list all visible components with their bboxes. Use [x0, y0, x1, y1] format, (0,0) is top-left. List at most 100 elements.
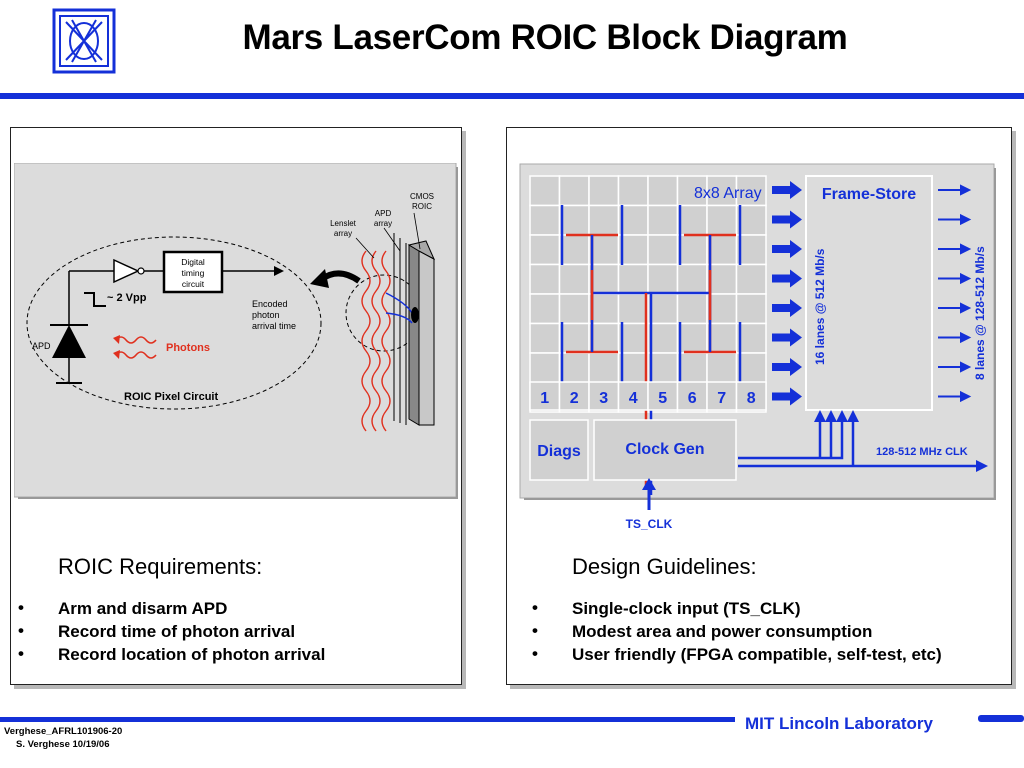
output-lane-arrowhead	[960, 331, 972, 344]
column-number: 7	[717, 390, 726, 407]
array-cell	[706, 352, 738, 384]
list-item: • Modest area and power consumption	[532, 621, 873, 641]
list-item: • Record time of photon arrival	[18, 621, 296, 641]
array-cell	[529, 204, 561, 236]
diags-label: Diags	[537, 443, 581, 460]
array-label: 8x8 Array	[694, 185, 762, 202]
encoded-label-1: Encoded	[252, 299, 288, 309]
lenslet-label-1: Lenslet	[330, 219, 357, 228]
vpp-label: ~ 2 Vpp	[107, 292, 147, 304]
lane-arrow	[772, 358, 802, 376]
column-cell	[558, 381, 590, 411]
array-cell	[529, 293, 561, 325]
array-cell	[588, 234, 620, 266]
array-cell	[735, 322, 767, 354]
clk-label: 128-512 MHz CLK	[876, 446, 968, 458]
lanes-8-label: 8 lanes @ 128-512 Mb/s	[973, 246, 987, 380]
footer-rule-right	[978, 715, 1024, 722]
photons-label: Photons	[166, 342, 210, 354]
array-cell	[588, 263, 620, 295]
array-cell	[706, 234, 738, 266]
array-cell	[617, 263, 649, 295]
array-cell	[647, 175, 679, 207]
array-cell	[529, 234, 561, 266]
array-cell	[529, 352, 561, 384]
array-cell	[647, 263, 679, 295]
array-cell	[558, 204, 590, 236]
array-cell	[558, 322, 590, 354]
apd-array-label-2: array	[374, 219, 392, 228]
ts-clk-label: TS_CLK	[626, 517, 673, 531]
array-cell	[706, 322, 738, 354]
output-lane-arrowhead	[960, 184, 972, 196]
array-cell	[558, 175, 590, 207]
pixel-circuit-label: ROIC Pixel Circuit	[124, 391, 218, 403]
guidelines-heading: Design Guidelines:	[572, 554, 757, 579]
lane-arrow	[772, 181, 802, 199]
author-date: S. Verghese 10/19/06	[16, 739, 110, 750]
array-cell	[529, 175, 561, 207]
footer-rule-left	[0, 717, 735, 722]
array-cell	[588, 204, 620, 236]
list-item: • Arm and disarm APD	[18, 598, 228, 618]
column-number: 4	[629, 390, 638, 407]
encoded-label-2: photon	[252, 310, 280, 320]
header-rule	[0, 93, 1024, 99]
array-cell	[558, 352, 590, 384]
page-title: Mars LaserCom ROIC Block Diagram	[242, 18, 848, 57]
pixel-array-grid	[529, 175, 767, 413]
array-cell	[735, 352, 767, 384]
array-cell	[529, 263, 561, 295]
output-lane-arrowhead	[960, 213, 972, 226]
frame-store-label: Frame-Store	[822, 186, 916, 203]
column-number: 2	[570, 390, 579, 407]
array-cell	[647, 322, 679, 354]
array-cell	[647, 293, 679, 325]
column-cell	[706, 381, 738, 411]
column-cell	[735, 381, 767, 411]
array-cell	[588, 322, 620, 354]
guidelines-list: • Single-clock input (TS_CLK) • Modest a…	[532, 598, 1012, 667]
array-cell	[588, 175, 620, 207]
digital-timing-label-3: circuit	[182, 279, 205, 289]
array-cell	[706, 175, 738, 207]
cmos-roic-label-1: CMOS	[410, 192, 434, 201]
lane-arrow	[772, 240, 802, 258]
array-cell	[647, 352, 679, 384]
lane-arrow	[772, 210, 802, 229]
array-cell	[617, 175, 649, 207]
array-cell	[706, 293, 738, 325]
array-cell	[588, 352, 620, 384]
output-lane-arrowhead	[960, 302, 972, 314]
array-cell	[676, 293, 708, 325]
lane-arrow	[772, 269, 802, 288]
array-cell	[676, 263, 708, 295]
array-cell	[617, 352, 649, 384]
array-cell	[558, 293, 590, 325]
column-cell	[647, 381, 679, 411]
column-number: 3	[599, 390, 608, 407]
array-cell	[706, 204, 738, 236]
array-cell	[735, 293, 767, 325]
array-cell	[617, 322, 649, 354]
array-cell	[735, 234, 767, 266]
framestore-output-arrows	[938, 184, 972, 403]
requirements-heading: ROIC Requirements:	[58, 554, 263, 579]
clock-gen-label: Clock Gen	[625, 441, 704, 458]
array-cell	[735, 204, 767, 236]
array-cell	[617, 293, 649, 325]
lanes-16-label: 16 lanes @ 512 Mb/s	[813, 248, 827, 365]
array-cell	[647, 204, 679, 236]
roic-pixel-diagram: Digital timing circuit ~ 2 Vpp Encoded p…	[14, 163, 458, 499]
list-item: • Single-clock input (TS_CLK)	[532, 598, 801, 618]
array-cell	[558, 263, 590, 295]
column-cell	[529, 381, 561, 411]
column-cell	[676, 381, 708, 411]
array-cell	[676, 234, 708, 266]
apd-array-label-1: APD	[375, 209, 392, 218]
column-cell	[617, 381, 649, 411]
mit-ll-logo	[52, 8, 116, 74]
output-lane-arrowhead	[960, 243, 972, 255]
